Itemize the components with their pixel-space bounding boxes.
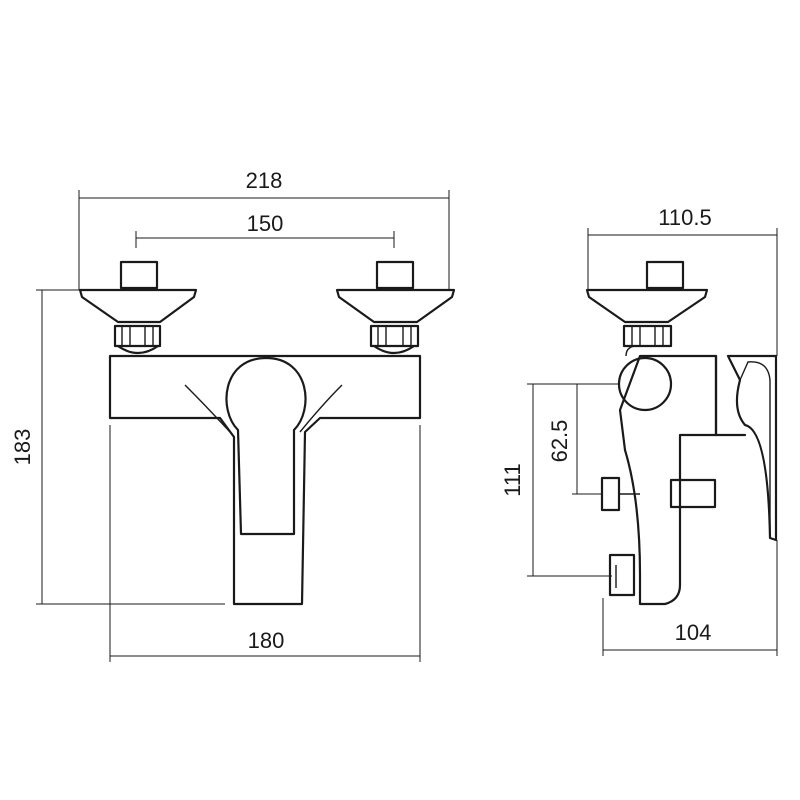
dim-183: 183: [10, 289, 225, 605]
dim-183-label: 183: [10, 429, 35, 466]
side-wall-flange: [714, 354, 778, 542]
front-right-inlet: [335, 260, 456, 355]
front-mixer-body: [108, 354, 422, 606]
dim-110-5-label: 110.5: [658, 205, 711, 230]
dim-150-label: 150: [247, 211, 284, 236]
dim-111-label: 111: [500, 463, 525, 496]
dim-104-label: 104: [675, 620, 712, 645]
front-view: 218 150 183 180: [10, 168, 456, 662]
dim-150: 150: [135, 211, 395, 248]
dim-62-5: 62.5: [547, 384, 602, 495]
side-view: 110.5 111 62.5 104: [500, 205, 778, 656]
dim-104: 104: [602, 540, 778, 656]
side-inlet: [585, 260, 709, 348]
front-lever-handle: [225, 356, 307, 536]
side-spout-outlet: [608, 553, 636, 597]
side-diverter: [600, 476, 717, 512]
dim-110-5: 110.5: [587, 205, 778, 356]
dim-218-label: 218: [246, 168, 283, 193]
dim-180: 180: [109, 425, 421, 662]
dim-111: 111: [500, 383, 620, 577]
front-left-inlet: [78, 260, 198, 355]
dim-180-label: 180: [248, 628, 285, 653]
dim-218: 218: [78, 168, 450, 290]
dim-62-5-label: 62.5: [547, 420, 572, 463]
side-mixer-body: [618, 354, 718, 606]
